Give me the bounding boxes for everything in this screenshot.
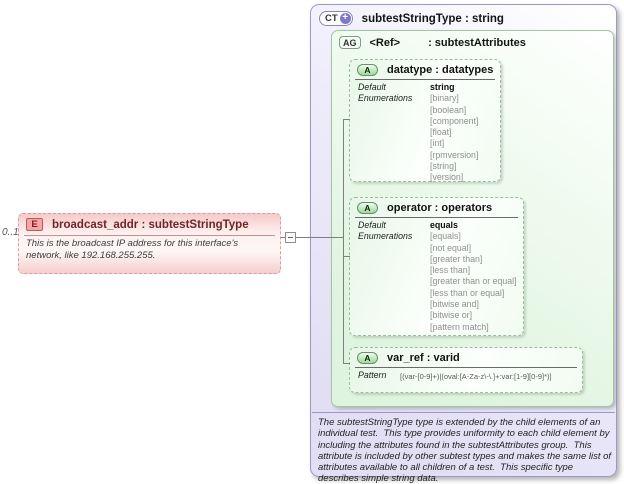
enum-item: [greater than or equal] <box>430 276 517 287</box>
attribute-icon: A <box>357 202 378 214</box>
element-header: E broadcast_addr : subtestStringType <box>19 214 280 233</box>
cardinality-label: 0..1 <box>2 227 19 238</box>
default-value: string <box>430 82 455 92</box>
collapse-handle-icon[interactable] <box>285 232 296 243</box>
enum-item: [int] <box>430 138 445 149</box>
attribute-facets: Default equals Enumerations [equals][not… <box>350 218 523 335</box>
attribute-divider <box>355 367 577 368</box>
attribute-box-datatype[interactable]: A datatype : datatypes Default string En… <box>349 59 501 182</box>
default-label: Default <box>358 82 386 92</box>
attribute-group-icon: AG <box>339 36 361 49</box>
attribute-title: operator : operators <box>387 202 493 214</box>
enum-item: [pattern match] <box>430 321 489 332</box>
element-annotation: This is the broadcast IP address for thi… <box>26 238 239 261</box>
enum-item: [float] <box>430 127 452 138</box>
enum-item: [greater than] <box>430 253 483 264</box>
enumerations-list: [binary][boolean][component][float][int]… <box>430 93 495 183</box>
default-label: Default <box>358 220 386 230</box>
attribute-title: var_ref : varid <box>387 352 460 364</box>
expand-icon[interactable]: + <box>339 13 351 24</box>
default-value: equals <box>430 220 458 230</box>
attribute-facets: Default string Enumerations [binary][boo… <box>350 80 500 186</box>
attribute-title: datatype : datatypes <box>387 64 494 76</box>
complex-type-header: CT + subtestStringType : string <box>319 11 504 26</box>
complex-type-title: subtestStringType : string <box>361 12 504 25</box>
enum-item: [version] <box>430 172 464 183</box>
attribute-divider <box>355 79 495 80</box>
enum-item: [string] <box>430 161 457 172</box>
pattern-value: [(var-[0-9]+)|(oval:[A-Za-z\-\.]+:var:[1… <box>400 372 552 381</box>
attribute-box-operator[interactable]: A operator : operators Default equals En… <box>349 197 524 336</box>
minus-glyph <box>288 237 293 238</box>
annotation-divider <box>312 412 615 413</box>
attribute-group-ref: <Ref> <box>369 36 401 49</box>
attribute-header: A datatype : datatypes <box>350 60 500 78</box>
enumerations-list: [equals][not equal][greater than][less t… <box>430 231 518 333</box>
enum-item: [equals] <box>430 231 461 242</box>
attribute-group-type: : subtestAttributes <box>428 36 526 49</box>
attribute-box-var-ref[interactable]: A var_ref : varid Pattern [(var-[0-9]+)|… <box>349 347 583 393</box>
attribute-facets: Pattern [(var-[0-9]+)|(oval:[A-Za-z\-\.]… <box>350 368 582 384</box>
pattern-label: Pattern <box>358 370 387 380</box>
complex-type-icon[interactable]: CT + <box>319 11 353 26</box>
attribute-group-box[interactable]: AG <Ref> : subtestAttributes A datatype … <box>331 30 614 407</box>
attribute-header: A operator : operators <box>350 198 523 216</box>
enum-item: [rpmversion] <box>430 149 479 160</box>
reference-connector-line <box>281 237 343 238</box>
enum-item: [boolean] <box>430 104 467 115</box>
element-divider <box>24 235 275 236</box>
connector-stub-operator <box>343 256 350 257</box>
complex-type-annotation: The subtestStringType type is extended b… <box>318 417 614 484</box>
attribute-divider <box>355 217 518 218</box>
attribute-group-header: AG <Ref> : subtestAttributes <box>339 36 526 49</box>
enum-item: [less than or equal] <box>430 287 505 298</box>
complex-type-box[interactable]: CT + subtestStringType : string AG <Ref>… <box>310 4 617 484</box>
enum-item: [less than] <box>430 265 471 276</box>
enum-item: [component] <box>430 115 479 126</box>
complex-type-badge-label: CT <box>325 13 338 24</box>
connector-stub-var-ref <box>343 363 350 364</box>
element-box-broadcast-addr[interactable]: E broadcast_addr : subtestStringType Thi… <box>18 213 281 274</box>
connector-bracket-line <box>343 119 344 364</box>
enum-item: [not equal] <box>430 242 472 253</box>
enum-item: [bitwise or] <box>430 310 473 321</box>
element-title: broadcast_addr : subtestStringType <box>52 218 249 231</box>
element-icon: E <box>26 218 43 231</box>
attribute-header: A var_ref : varid <box>350 348 582 366</box>
attribute-icon: A <box>357 352 378 364</box>
attribute-icon: A <box>357 64 378 76</box>
enumerations-label: Enumerations <box>358 93 413 104</box>
enumerations-label: Enumerations <box>358 231 413 242</box>
enum-item: [binary] <box>430 93 459 104</box>
enum-item: [bitwise and] <box>430 299 479 310</box>
connector-stub-datatype <box>343 119 350 120</box>
